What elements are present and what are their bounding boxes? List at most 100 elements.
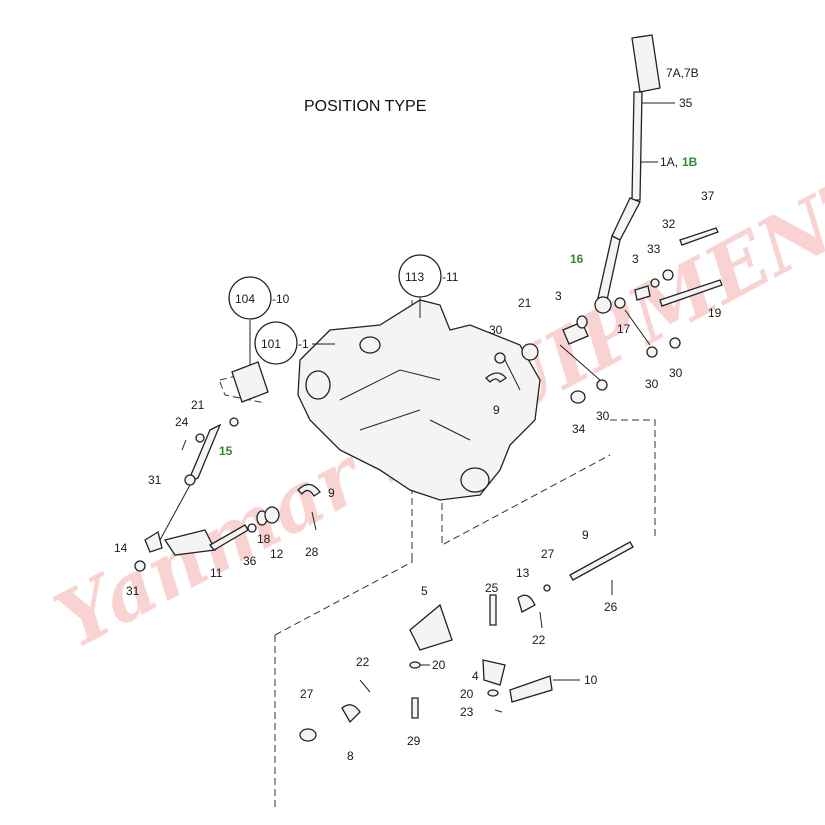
bolt-29 (411, 697, 419, 719)
label-5: 5 (421, 584, 428, 598)
callout-ref-101: -1 (298, 337, 309, 351)
block-4 (482, 659, 506, 686)
label-9-bottom: 9 (582, 528, 589, 542)
arm-8 (341, 704, 361, 724)
transmission-case (297, 299, 541, 501)
left-linkage (134, 417, 321, 572)
pin-22-upper (539, 611, 543, 629)
label-30-a: 30 (489, 323, 503, 337)
label-9-mid: 9 (328, 486, 335, 500)
pin-36 (247, 523, 257, 533)
label-27-right: 27 (541, 547, 555, 561)
shift-lever (594, 34, 661, 314)
washer-20-lower (487, 689, 499, 697)
callout-text-104: 104 (235, 292, 255, 306)
arm-13 (517, 594, 536, 613)
washer-30-d (596, 379, 608, 391)
dashed-guide-cover-2 (219, 381, 266, 404)
rod-15 (186, 423, 222, 484)
dashed-guide-left (274, 560, 413, 636)
label-18: 18 (257, 532, 271, 546)
label-3-left: 3 (555, 289, 562, 303)
label-1b: 1B (682, 155, 698, 169)
shaft-9-bottom (569, 541, 634, 581)
callout-ref-104: -10 (272, 292, 290, 306)
washer-30-a (494, 352, 506, 364)
washer-20-upper (409, 661, 421, 669)
pin-16 (576, 315, 588, 329)
case-port-top (359, 336, 381, 354)
label-7a-7b: 7A,7B (666, 66, 699, 80)
label-33: 33 (647, 242, 661, 256)
label-26: 26 (604, 600, 618, 614)
label-30-b: 30 (645, 377, 659, 391)
case-body (297, 299, 541, 501)
arm-9-mid (297, 483, 321, 497)
label-32: 32 (662, 217, 676, 231)
assembly-leaders-right (504, 309, 651, 391)
label-12: 12 (270, 547, 284, 561)
label-3-right: 3 (632, 252, 639, 266)
case-port-left (305, 370, 331, 400)
label-30-c: 30 (669, 366, 683, 380)
washer-21-left (195, 433, 205, 443)
diagram-title: POSITION TYPE (304, 98, 426, 115)
pin-27-right (543, 584, 551, 592)
label-31-upper: 31 (148, 473, 162, 487)
label-8: 8 (347, 749, 354, 763)
callout-text-113: 113 (405, 270, 424, 284)
label-20-lower: 20 (460, 687, 474, 701)
dashed-guide-right (610, 419, 656, 540)
clip-left (229, 417, 239, 427)
plate-10 (509, 675, 553, 703)
arm-9-upper (485, 372, 507, 383)
label-19: 19 (708, 306, 722, 320)
bolt-28 (311, 511, 317, 531)
callout-text-101: 101 (261, 337, 281, 351)
callout-circle-104 (228, 276, 272, 320)
cover-plate-shape (231, 361, 269, 403)
label-20-upper: 20 (432, 658, 446, 672)
pin-37 (679, 227, 719, 246)
case-ribs (339, 369, 471, 441)
label-1a: 1A, (660, 155, 678, 169)
label-4: 4 (472, 669, 479, 683)
cover-plate (231, 320, 269, 403)
label-27-left: 27 (300, 687, 314, 701)
label-31-lower: 31 (126, 584, 140, 598)
label-24: 24 (175, 415, 189, 429)
callout-104: 104 -10 (228, 276, 290, 320)
bracket-5 (409, 603, 453, 651)
label-30-d: 30 (596, 409, 610, 423)
link-rod (159, 484, 191, 541)
case-port-bottom (460, 467, 490, 493)
callout-circle-101 (254, 321, 298, 365)
washer-31-upper (184, 474, 196, 486)
label-17: 17 (617, 322, 631, 336)
bushing-12 (264, 506, 280, 524)
label-34: 34 (572, 422, 586, 436)
bottom-assembly (299, 541, 634, 742)
lever-rod-upper (631, 91, 643, 201)
label-37: 37 (701, 189, 715, 203)
label-35: 35 (679, 96, 693, 110)
bracket-3-right (634, 285, 651, 301)
clip-14 (144, 530, 163, 553)
label-28: 28 (305, 545, 319, 559)
label-15: 15 (219, 444, 233, 458)
callout-113: 113 -11 (398, 254, 459, 318)
washer-30-c (669, 337, 681, 349)
pin-33 (650, 278, 660, 288)
pin-24 (181, 439, 187, 451)
pin-22-lower (359, 679, 371, 693)
label-16: 16 (570, 252, 584, 266)
bolt-19 (659, 279, 723, 307)
lever-rod-bend (611, 197, 641, 241)
bushing-21 (521, 343, 539, 361)
label-22-lower: 22 (356, 655, 370, 669)
label-21-left: 21 (191, 398, 205, 412)
label-29: 29 (407, 734, 421, 748)
ring-27-left (299, 728, 317, 742)
